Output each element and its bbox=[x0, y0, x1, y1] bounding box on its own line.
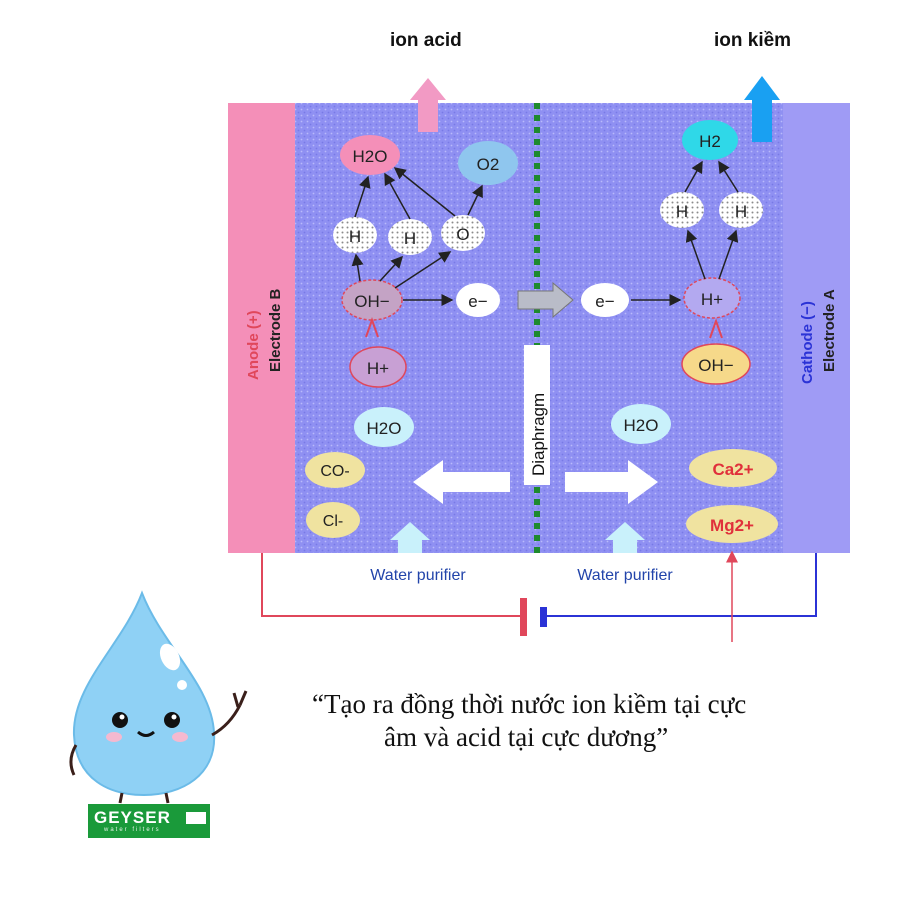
co-minus-ion bbox=[305, 452, 365, 488]
h2o-mid-cathode bbox=[611, 404, 671, 444]
water-inflow-arrow-left bbox=[390, 522, 430, 553]
ion-flow-double-arrow bbox=[413, 460, 510, 504]
mg-ion bbox=[686, 505, 778, 543]
arrow-oh-h2 bbox=[379, 255, 404, 282]
cathode-electrode-label: Electrode A bbox=[821, 289, 838, 372]
ion-flow-double-arrow-right bbox=[565, 460, 658, 504]
anode-label: Anode (+) bbox=[245, 310, 262, 380]
ion-acid-label: ion acid bbox=[390, 30, 462, 51]
h-atom-2 bbox=[388, 219, 432, 255]
oh-minus-cathode bbox=[681, 343, 751, 385]
e-minus-cathode-label: e− bbox=[595, 292, 614, 311]
h-plus-anode-label: H+ bbox=[367, 359, 389, 378]
oh-minus-anode bbox=[341, 279, 403, 321]
cathode-label: Cathode (−) bbox=[799, 301, 816, 384]
h-atom-cathode-1-label: H bbox=[676, 202, 688, 221]
h-plus-cathode-label: H+ bbox=[701, 290, 723, 309]
electrolysis-diagram: Diaphragm Anode (+) Electrode B Cathode … bbox=[228, 76, 850, 642]
h-plus-anode bbox=[349, 346, 407, 388]
water-purifier-right-label: Water purifier bbox=[577, 567, 673, 584]
o2-label: O2 bbox=[477, 155, 500, 174]
arrow-oh-h1 bbox=[351, 253, 364, 282]
water-drop-mascot-icon bbox=[69, 590, 248, 804]
h-atom-2-label: H bbox=[404, 229, 416, 248]
arrow-o-o2 bbox=[467, 184, 483, 216]
ion-kiem-label: ion kiềm bbox=[714, 30, 792, 51]
h2-label: H2 bbox=[699, 132, 721, 151]
battery-positive bbox=[520, 598, 527, 636]
e-minus-anode bbox=[456, 283, 500, 317]
diaphragm-label-box bbox=[524, 345, 550, 485]
mg-label: Mg2+ bbox=[710, 516, 754, 535]
oh-minus-anode-label: OH− bbox=[354, 292, 390, 311]
cl-minus-label: Cl- bbox=[323, 513, 343, 530]
arrow-h-h2-a bbox=[684, 160, 703, 193]
e-minus-anode-label: e− bbox=[468, 292, 487, 311]
geyser-logo: GEYSER water filters bbox=[88, 804, 210, 838]
oh-minus-cathode-label: OH− bbox=[698, 356, 734, 375]
h2o-top-label: H2O bbox=[353, 147, 388, 166]
blue-wire bbox=[547, 553, 817, 617]
caption-line-1: “Tạo ra đồng thời nước ion kiềm tại cực bbox=[312, 689, 747, 719]
reaction-caret-cathode bbox=[709, 317, 723, 339]
o-atom-label: O bbox=[456, 225, 469, 244]
co-minus-label: CO- bbox=[320, 463, 349, 480]
battery-negative bbox=[540, 607, 547, 627]
h2o-mid-anode-label: H2O bbox=[367, 419, 402, 438]
brand-tagline: water filters bbox=[104, 827, 161, 833]
caption-line-2: âm và acid tại cực dương” bbox=[384, 722, 669, 752]
water-purifier-left-label: Water purifier bbox=[370, 567, 466, 584]
acid-up-arrow bbox=[410, 78, 446, 132]
anode-plate bbox=[228, 103, 295, 553]
red-wire bbox=[261, 553, 522, 617]
h-atom-cathode-2 bbox=[719, 192, 763, 228]
diaphragm-label: Diaphragm bbox=[529, 393, 548, 476]
o-atom bbox=[441, 215, 485, 251]
reaction-caret-anode bbox=[365, 316, 379, 338]
cl-minus-ion bbox=[306, 502, 360, 538]
h-atom-1 bbox=[333, 217, 377, 253]
ca-ion bbox=[689, 449, 777, 487]
brand-badge bbox=[186, 812, 206, 824]
e-minus-cathode bbox=[581, 283, 629, 317]
h-atom-cathode-2-label: H bbox=[735, 202, 747, 221]
h-atom-1-label: H bbox=[349, 227, 361, 246]
arrow-h2-h2o bbox=[384, 172, 411, 220]
ca-label: Ca2+ bbox=[712, 460, 753, 479]
alkali-up-arrow bbox=[744, 76, 780, 142]
o2-bubble bbox=[458, 141, 518, 185]
h-atom-cathode-1 bbox=[660, 192, 704, 228]
h2o-mid-anode bbox=[354, 407, 414, 447]
h2o-top-bubble bbox=[340, 135, 400, 175]
h2o-mid-cathode-label: H2O bbox=[624, 416, 659, 435]
arrow-hplus-h1 bbox=[685, 229, 706, 280]
arrow-o-h2o bbox=[393, 167, 456, 217]
arrow-h-h2-b bbox=[718, 160, 739, 193]
cathode-plate bbox=[783, 103, 850, 553]
anode-electrode-label: Electrode B bbox=[267, 288, 284, 372]
h-plus-cathode bbox=[683, 277, 741, 319]
water-inflow-arrow-right bbox=[605, 522, 645, 553]
arrow-h1-h2o bbox=[354, 175, 371, 218]
h2-bubble bbox=[682, 120, 738, 160]
brand-name: GEYSER bbox=[94, 808, 171, 827]
caption-quote: “Tạo ra đồng thời nước ion kiềm tại cực … bbox=[312, 688, 892, 754]
arrow-hplus-h2 bbox=[718, 229, 739, 280]
electron-transfer-arrow bbox=[517, 281, 574, 319]
arrow-oh-o bbox=[394, 251, 452, 289]
